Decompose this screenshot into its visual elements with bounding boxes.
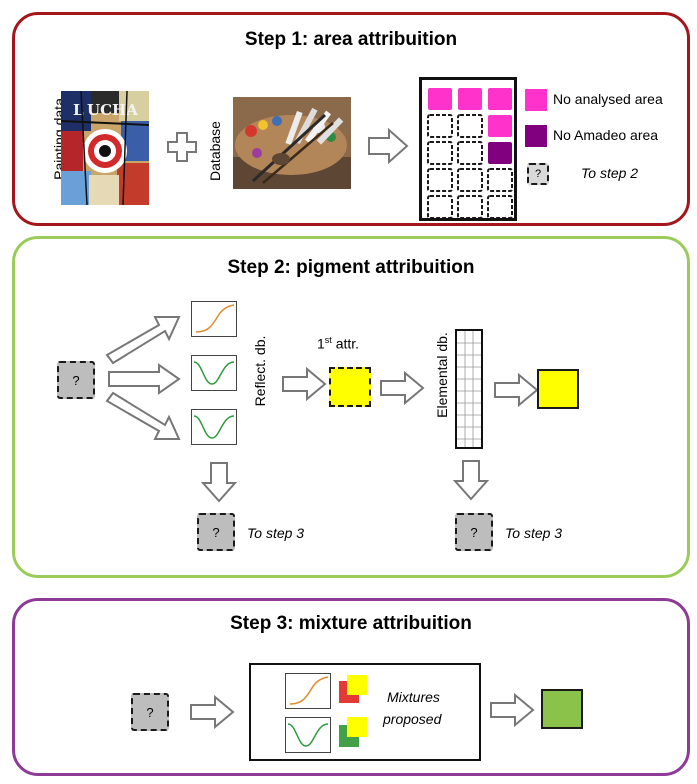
reflectance-plot-1 (191, 301, 237, 337)
step1-title: Step 1: area attribuition (244, 29, 458, 50)
grid-cell-unknown (487, 195, 513, 218)
unknown-symbol: ? (212, 524, 220, 540)
elemental-db-label: Elemental db. (434, 332, 450, 418)
arrow-down-icon (453, 459, 489, 501)
to-step3-box-reflect: ? (197, 513, 235, 551)
legend-label-no-analysed: No analysed area (553, 91, 663, 107)
first-attr-text: attr. (331, 335, 360, 352)
grid-cell-unknown (487, 168, 513, 192)
grid-cell-unknown (457, 168, 483, 192)
arrow-right-icon (189, 695, 235, 729)
area-grid (419, 77, 517, 221)
to-step3-caption-reflect: To step 3 (247, 525, 305, 541)
grid-cell-unknown (427, 168, 453, 192)
grid-cell-unknown (427, 141, 453, 165)
mixture-swatch-red-yellow (339, 675, 369, 705)
arrow-right-icon (107, 363, 181, 395)
grid-cell-unknown (427, 114, 453, 138)
grid-cell-unknown (427, 195, 453, 218)
final-pigment-yellow-box (537, 369, 579, 409)
arrow-up-right-icon (103, 311, 183, 367)
mixtures-line2: proposed (383, 711, 442, 727)
reflect-db-label: Reflect. db. (252, 335, 268, 407)
to-step3-box-elemental: ? (455, 513, 493, 551)
first-attr-yellow-box (329, 367, 371, 407)
grid-cell-no-analysed (458, 88, 482, 110)
legend-swatch-no-amadeo (525, 125, 547, 147)
grid-cell-unknown (457, 141, 483, 165)
unknown-area-box: ? (57, 361, 95, 399)
database-label: Database (207, 121, 223, 181)
grid-cell-no-analysed (488, 115, 512, 137)
first-attr-label: 1st attr. (317, 335, 359, 352)
elemental-db-table (455, 329, 483, 449)
grid-cell-no-analysed (428, 88, 452, 110)
legend-unknown-symbol: ? (534, 168, 542, 180)
step2-panel: Step 2: pigment attribuition ? Reflect. (12, 236, 690, 578)
mixtures-line1: Mixtures (387, 689, 440, 705)
svg-text:UCHA: UCHA (87, 101, 138, 119)
grid-cell-unknown (457, 195, 483, 218)
mixtures-box: Mixtures proposed (249, 663, 481, 761)
unknown-symbol: ? (146, 704, 154, 720)
arrow-down-right-icon (103, 389, 183, 445)
reflectance-plot-3 (191, 409, 237, 445)
unknown-area-box: ? (131, 693, 169, 731)
grid-cell-no-analysed (488, 88, 512, 110)
palette-image (233, 97, 351, 189)
mixture-plot-2 (285, 717, 331, 753)
mixture-swatch-green-yellow (339, 717, 369, 747)
step2-title: Step 2: pigment attribuition (227, 257, 475, 278)
first-attr-number: 1 (317, 335, 325, 352)
arrow-right-icon (493, 373, 539, 407)
first-attr-suffix: st (324, 335, 332, 345)
step3-panel: Step 3: mixture attribuition ? (12, 598, 690, 776)
legend-unknown-box: ? (527, 163, 549, 185)
unknown-symbol: ? (470, 524, 478, 540)
to-step3-caption-elemental: To step 3 (505, 525, 563, 541)
mixture-plot-1 (285, 673, 331, 709)
legend-label-no-amadeo: No Amadeo area (553, 127, 659, 143)
step3-title: Step 3: mixture attribuition (230, 613, 472, 634)
unknown-symbol: ? (72, 372, 80, 388)
arrow-right-icon (281, 367, 327, 401)
plus-icon (165, 130, 199, 164)
arrow-right-icon (367, 128, 409, 164)
legend-label-to-step2: To step 2 (581, 165, 639, 181)
grid-cell-unknown (457, 114, 483, 138)
arrow-down-icon (201, 461, 237, 503)
step1-panel: Step 1: area attribuition Painting data … (12, 12, 690, 226)
final-mixture-green-box (541, 689, 583, 729)
painting-image: L UCHA (61, 91, 149, 205)
arrow-right-icon (379, 371, 425, 405)
legend-swatch-no-analysed (525, 89, 547, 111)
arrow-right-icon (489, 693, 535, 727)
grid-cell-no-amadeo (488, 142, 512, 164)
reflectance-plot-2 (191, 355, 237, 391)
svg-text:L: L (73, 101, 84, 119)
